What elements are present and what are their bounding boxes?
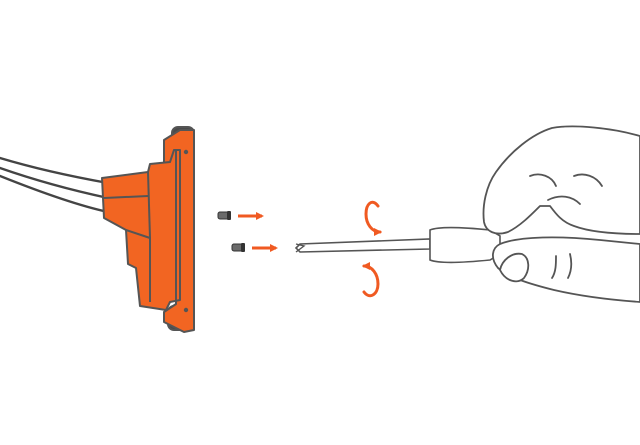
screw-icon	[232, 243, 245, 252]
screwdriver-icon	[296, 228, 500, 263]
screw-icon	[218, 211, 231, 220]
cable-bundle-icon	[0, 158, 108, 212]
connector-bracket-icon	[102, 127, 194, 332]
hand-icon	[484, 126, 640, 302]
